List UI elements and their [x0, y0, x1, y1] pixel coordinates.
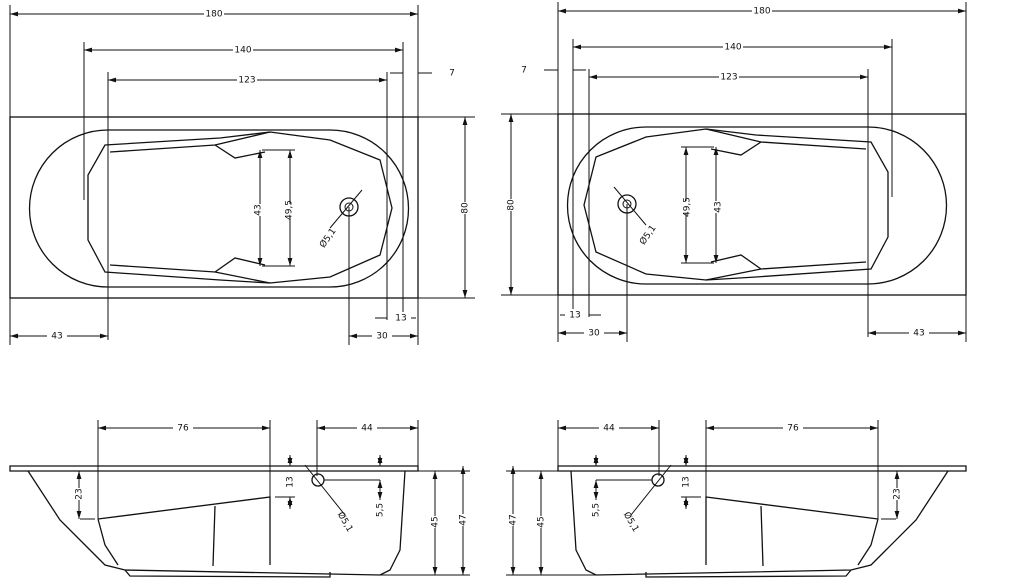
dim-width: 80 — [507, 199, 517, 211]
basin-outline — [28, 129, 410, 288]
dim-overall_length: 180 — [205, 10, 222, 20]
dim-backrest_length: 76 — [177, 424, 189, 434]
dim-backrest_height: 49,5 — [285, 200, 295, 220]
tub-rim — [9, 465, 419, 472]
dim-end_to_backrest: 43 — [913, 329, 924, 339]
dim-overflow_depth: 13 — [682, 476, 692, 487]
dim-overflow_drop: 5,5 — [592, 503, 602, 517]
dim-rim_offset: 7 — [521, 66, 527, 76]
dim-seat_depth: 23 — [893, 488, 903, 499]
basin-outline — [566, 126, 948, 285]
dim-backrest_width: 43 — [254, 204, 264, 215]
tub-rim — [557, 465, 967, 472]
dim-bottom_length: 123 — [720, 73, 737, 83]
line — [329, 189, 363, 229]
dim-drain_offset: 30 — [588, 329, 600, 339]
backrest — [109, 131, 271, 284]
dim-inner_length: 140 — [724, 43, 741, 53]
dim-overflow_depth: 13 — [286, 476, 296, 487]
backrest-profile — [645, 496, 879, 578]
dim-total_height: 47 — [459, 514, 469, 525]
dim-bottom_length: 123 — [238, 76, 255, 86]
line — [613, 186, 647, 226]
line — [304, 464, 346, 516]
dim-rim_end: 13 — [395, 314, 406, 324]
dim-rim_offset: 7 — [449, 69, 455, 79]
dim-inner_length: 140 — [234, 46, 251, 56]
dim-rim_end: 13 — [569, 311, 580, 321]
dim-total_height: 47 — [509, 514, 519, 525]
tub-rim-outline — [557, 113, 967, 296]
tub-rim-outline — [9, 116, 419, 299]
basin-bottom — [87, 131, 393, 284]
line — [630, 464, 672, 516]
dim-end_to_backrest: 43 — [51, 332, 62, 342]
dim-backrest_width: 43 — [714, 201, 724, 212]
basin-bottom — [583, 128, 889, 281]
dim-backrest_length: 76 — [787, 424, 799, 434]
dim-overflow_offset: 44 — [603, 424, 615, 434]
backrest — [705, 128, 867, 281]
dim-overall_length: 180 — [753, 7, 770, 17]
dim-drain_offset: 30 — [376, 332, 388, 342]
dim-width: 80 — [461, 202, 471, 214]
dim-backrest_height: 49,5 — [683, 197, 693, 217]
dim-overflow_drop: 5,5 — [376, 503, 386, 517]
backrest-profile — [97, 496, 331, 578]
dim-inner_depth: 45 — [431, 516, 441, 527]
dim-inner_depth: 45 — [537, 516, 547, 527]
dim-seat_depth: 23 — [75, 488, 85, 499]
dim-overflow_offset: 44 — [361, 424, 373, 434]
